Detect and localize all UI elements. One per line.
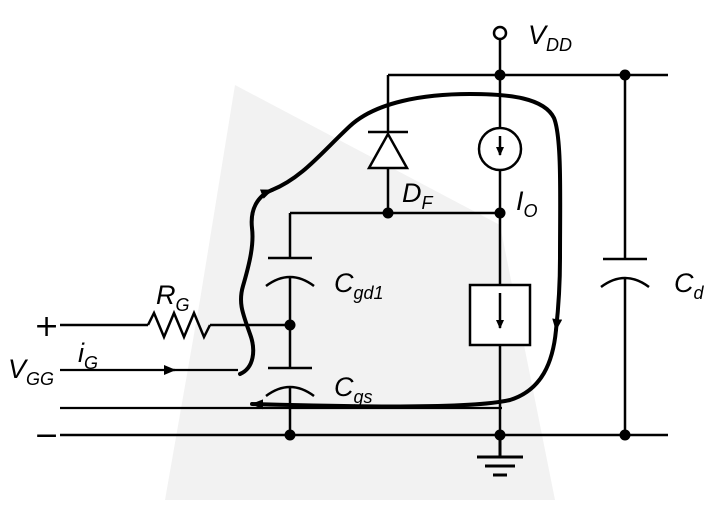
minus-sign: − xyxy=(34,418,59,453)
capacitor-cgd1 xyxy=(265,213,315,325)
cd-label: Cd xyxy=(674,268,705,303)
flow-path-return xyxy=(250,328,558,410)
junction-dots xyxy=(284,69,631,441)
capacitor-cgs xyxy=(265,325,315,435)
vdd-terminal-icon xyxy=(492,25,508,41)
vgg-label: VGG xyxy=(8,354,54,389)
junction-dot xyxy=(619,429,631,441)
junction-dot xyxy=(284,319,296,331)
capacitor-cd xyxy=(600,75,650,435)
current-flow-path xyxy=(238,91,563,410)
ig-label: iG xyxy=(78,338,98,373)
vdd-terminal xyxy=(492,25,508,75)
junction-dot xyxy=(494,207,506,219)
flow-path-top xyxy=(270,91,563,332)
current-source-io xyxy=(477,75,523,213)
junction-dot xyxy=(494,429,506,441)
resistor-rg-icon xyxy=(146,309,212,341)
vdd-label: VDD xyxy=(528,20,572,55)
plus-sign: + xyxy=(34,309,59,344)
flow-path-up xyxy=(238,188,274,376)
junction-dot xyxy=(284,429,296,441)
cgd1-label: Cgd1 xyxy=(334,268,384,303)
diode-triangle-icon xyxy=(366,131,410,170)
junction-dot xyxy=(619,69,631,81)
df-label: DF xyxy=(402,178,434,213)
io-label: IO xyxy=(516,186,538,221)
cgs-label: Cgs xyxy=(334,372,373,407)
junction-dot xyxy=(494,69,506,81)
background-watermark xyxy=(165,85,555,500)
junction-dot xyxy=(382,207,394,219)
rg-label: RG xyxy=(156,280,190,315)
gate-branch xyxy=(60,309,290,341)
mosfet-switch xyxy=(468,213,532,435)
